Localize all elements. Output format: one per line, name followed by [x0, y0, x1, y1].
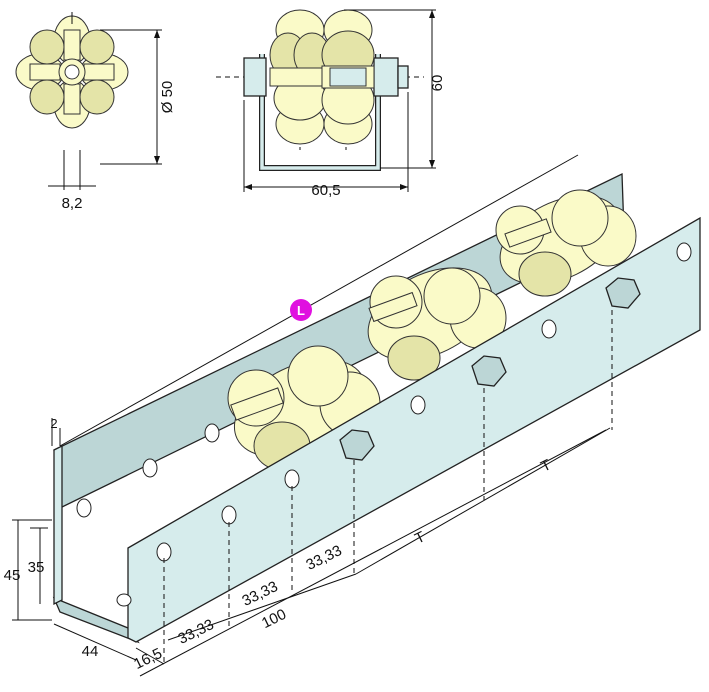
roller-2 — [367, 267, 507, 381]
diameter-label: Ø 50 — [159, 81, 176, 114]
circle-marker-icon — [290, 299, 312, 321]
pitch-total-label: 100 — [259, 606, 289, 632]
length-marker-label: L — [297, 303, 305, 318]
width-label: 44 — [82, 643, 99, 660]
height-inner-label: 35 — [28, 559, 45, 576]
hole-pitch-label-3: 33,33 — [303, 542, 344, 574]
end-roller-right — [321, 9, 375, 145]
main-view: 2 — [4, 154, 701, 677]
front-roller — [15, 15, 129, 129]
roller-3 — [495, 189, 637, 297]
end-view: 60 60,5 — [216, 9, 446, 199]
channel-front-wall — [127, 216, 701, 643]
thickness-label: 2 — [50, 416, 57, 431]
end-width-label: 60,5 — [311, 182, 340, 199]
end-roller-left — [269, 9, 331, 145]
channel-base — [52, 596, 140, 644]
hex-nuts — [339, 277, 641, 461]
edge-offset-label: 16,5 — [131, 645, 165, 673]
channel-left-flange — [53, 444, 63, 606]
slot-width-label: 8,2 — [62, 195, 83, 212]
hole-pitch-label-1: 33,33 — [175, 616, 216, 648]
end-height-label: 60 — [429, 75, 446, 92]
height-outer-label: 45 — [4, 567, 21, 584]
roller-pitch-label-1: T — [412, 528, 428, 547]
front-view: Ø 50 8,2 — [15, 12, 176, 212]
length-marker: L — [290, 299, 312, 321]
